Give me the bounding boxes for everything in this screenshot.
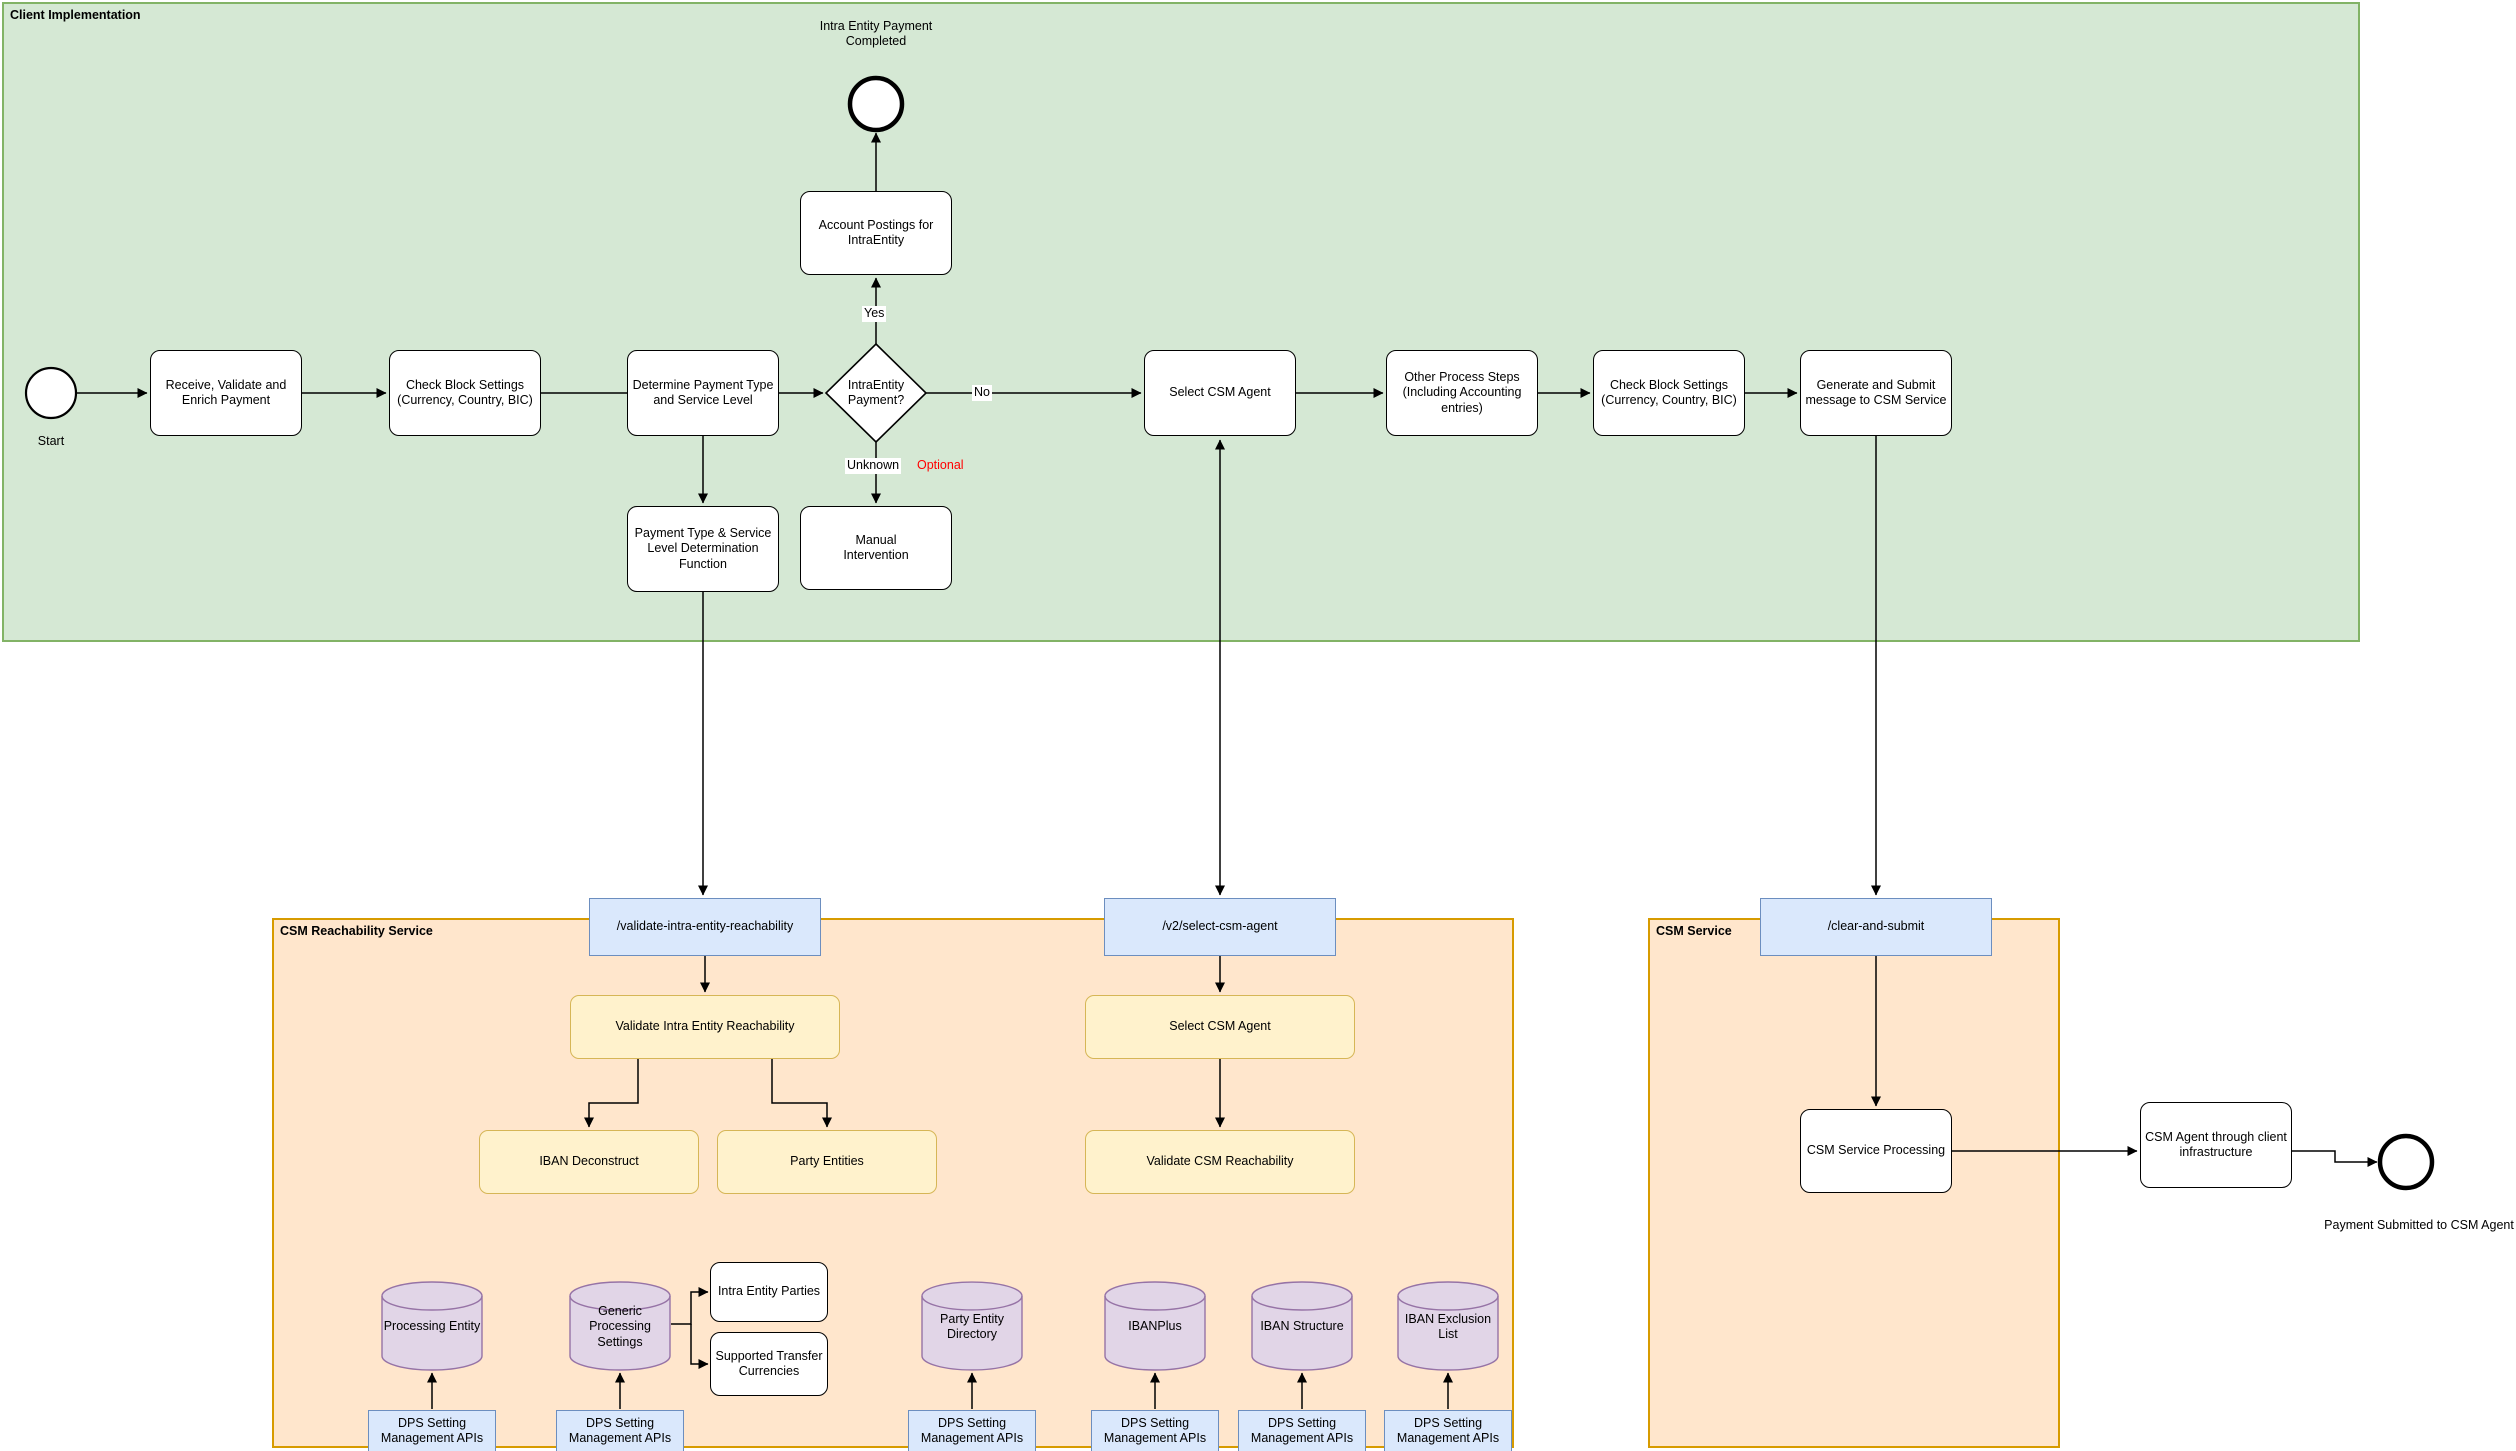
task-check-block-settings-2: Check Block Settings (Currency, Country,… [1593, 350, 1745, 436]
dps-api-box-4: DPS Setting Management APIs [1091, 1410, 1219, 1451]
store-processing-entity-shape [381, 1281, 483, 1371]
task-other-process-steps: Other Process Steps (Including Accountin… [1386, 350, 1538, 436]
store-party-directory-lip [921, 1295, 1023, 1311]
store-iban-exclusion-lip [1397, 1295, 1499, 1311]
endpoint-validate-intra-entity: /validate-intra-entity-reachability [589, 898, 821, 956]
dps-api-box-6: DPS Setting Management APIs [1384, 1410, 1512, 1451]
edge-label-no: No [972, 385, 992, 401]
edge-label-optional: Optional [917, 458, 964, 473]
store-iban-exclusion-shape [1397, 1281, 1499, 1371]
end-event-csm-agent-label: Payment Submitted to CSM Agent [2324, 1218, 2514, 1233]
end-event-intra-entity-circle [847, 75, 905, 133]
endpoint-clear-and-submit: /clear-and-submit [1760, 898, 1992, 956]
start-event-circle [24, 366, 78, 420]
end-event-csm-agent-circle [2377, 1133, 2435, 1191]
store-processing-entity-label: Processing Entity [383, 1319, 481, 1334]
task-check-block-settings-1: Check Block Settings (Currency, Country,… [389, 350, 541, 436]
dps-api-box-3: DPS Setting Management APIs [908, 1410, 1036, 1451]
store-generic-settings-label: Generic Processing Settings [589, 1304, 651, 1349]
store-ibanplus-shape [1104, 1281, 1206, 1371]
start-event-label: Start [37, 434, 65, 449]
store-party-directory-label: Party Entity Directory [940, 1311, 1004, 1341]
box-intra-entity-parties: Intra Entity Parties [710, 1262, 828, 1322]
task-determine-payment-type: Determine Payment Type and Service Level [627, 350, 779, 436]
fn-validate-intra-entity: Validate Intra Entity Reachability [570, 995, 840, 1059]
task-select-csm-agent: Select CSM Agent [1144, 350, 1296, 436]
store-iban-structure-lip [1251, 1295, 1353, 1311]
endpoint-select-csm-agent: /v2/select-csm-agent [1104, 898, 1336, 956]
task-csm-agent-infrastructure: CSM Agent through client infrastructure [2140, 1102, 2292, 1188]
task-manual-intervention: Manual Intervention [800, 506, 952, 590]
store-generic-settings-shape [569, 1281, 671, 1371]
store-generic-settings-lip [569, 1295, 671, 1311]
edge-validate-to-iban-deconstruct [584, 1059, 639, 1128]
fn-iban-deconstruct: IBAN Deconstruct [479, 1130, 699, 1194]
lane-reachability-title: CSM Reachability Service [280, 924, 433, 938]
store-iban-exclusion-label: IBAN Exclusion List [1404, 1311, 1492, 1341]
lane-client-title: Client Implementation [10, 8, 141, 22]
decision-diamond [824, 342, 928, 444]
fn-party-entities: Party Entities [717, 1130, 937, 1194]
dps-api-box-2: DPS Setting Management APIs [556, 1410, 684, 1451]
lane-client-implementation: Client Implementation [2, 2, 2360, 642]
store-party-directory-shape [921, 1281, 1023, 1371]
task-generate-submit: Generate and Submit message to CSM Servi… [1800, 350, 1952, 436]
store-iban-structure-shape [1251, 1281, 1353, 1371]
task-payment-type-function: Payment Type & Service Level Determinati… [627, 506, 779, 592]
edge-label-unknown: Unknown [845, 458, 902, 474]
edge-label-yes: Yes [862, 306, 887, 322]
task-account-postings: Account Postings for IntraEntity [800, 191, 952, 275]
store-ibanplus-label: IBANPlus [1128, 1319, 1182, 1334]
box-supported-transfer-currencies: Supported Transfer Currencies [710, 1332, 828, 1396]
dps-api-box-5: DPS Setting Management APIs [1238, 1410, 1366, 1451]
task-csm-service-processing: CSM Service Processing [1800, 1109, 1952, 1193]
fn-validate-csm-reachability: Validate CSM Reachability [1085, 1130, 1355, 1194]
end-event-intra-entity-label: Intra Entity Payment Completed [819, 18, 933, 48]
edge-generic-to-intra-parties [671, 1287, 709, 1325]
store-ibanplus-lip [1104, 1295, 1206, 1311]
store-processing-entity-lip [381, 1295, 483, 1311]
store-iban-structure-label: IBAN Structure [1260, 1319, 1344, 1334]
decision-intra-entity-label: IntraEntity Payment? [847, 377, 905, 407]
edge-validate-to-party-entities [771, 1059, 832, 1128]
edge-agent-to-end-event [2292, 1150, 2378, 1167]
fn-select-csm-agent: Select CSM Agent [1085, 995, 1355, 1059]
task-receive-validate-enrich: Receive, Validate and Enrich Payment [150, 350, 302, 436]
edge-generic-to-supported-currencies [690, 1324, 709, 1369]
lane-csm-service-title: CSM Service [1656, 924, 1732, 938]
dps-api-box-1: DPS Setting Management APIs [368, 1410, 496, 1451]
